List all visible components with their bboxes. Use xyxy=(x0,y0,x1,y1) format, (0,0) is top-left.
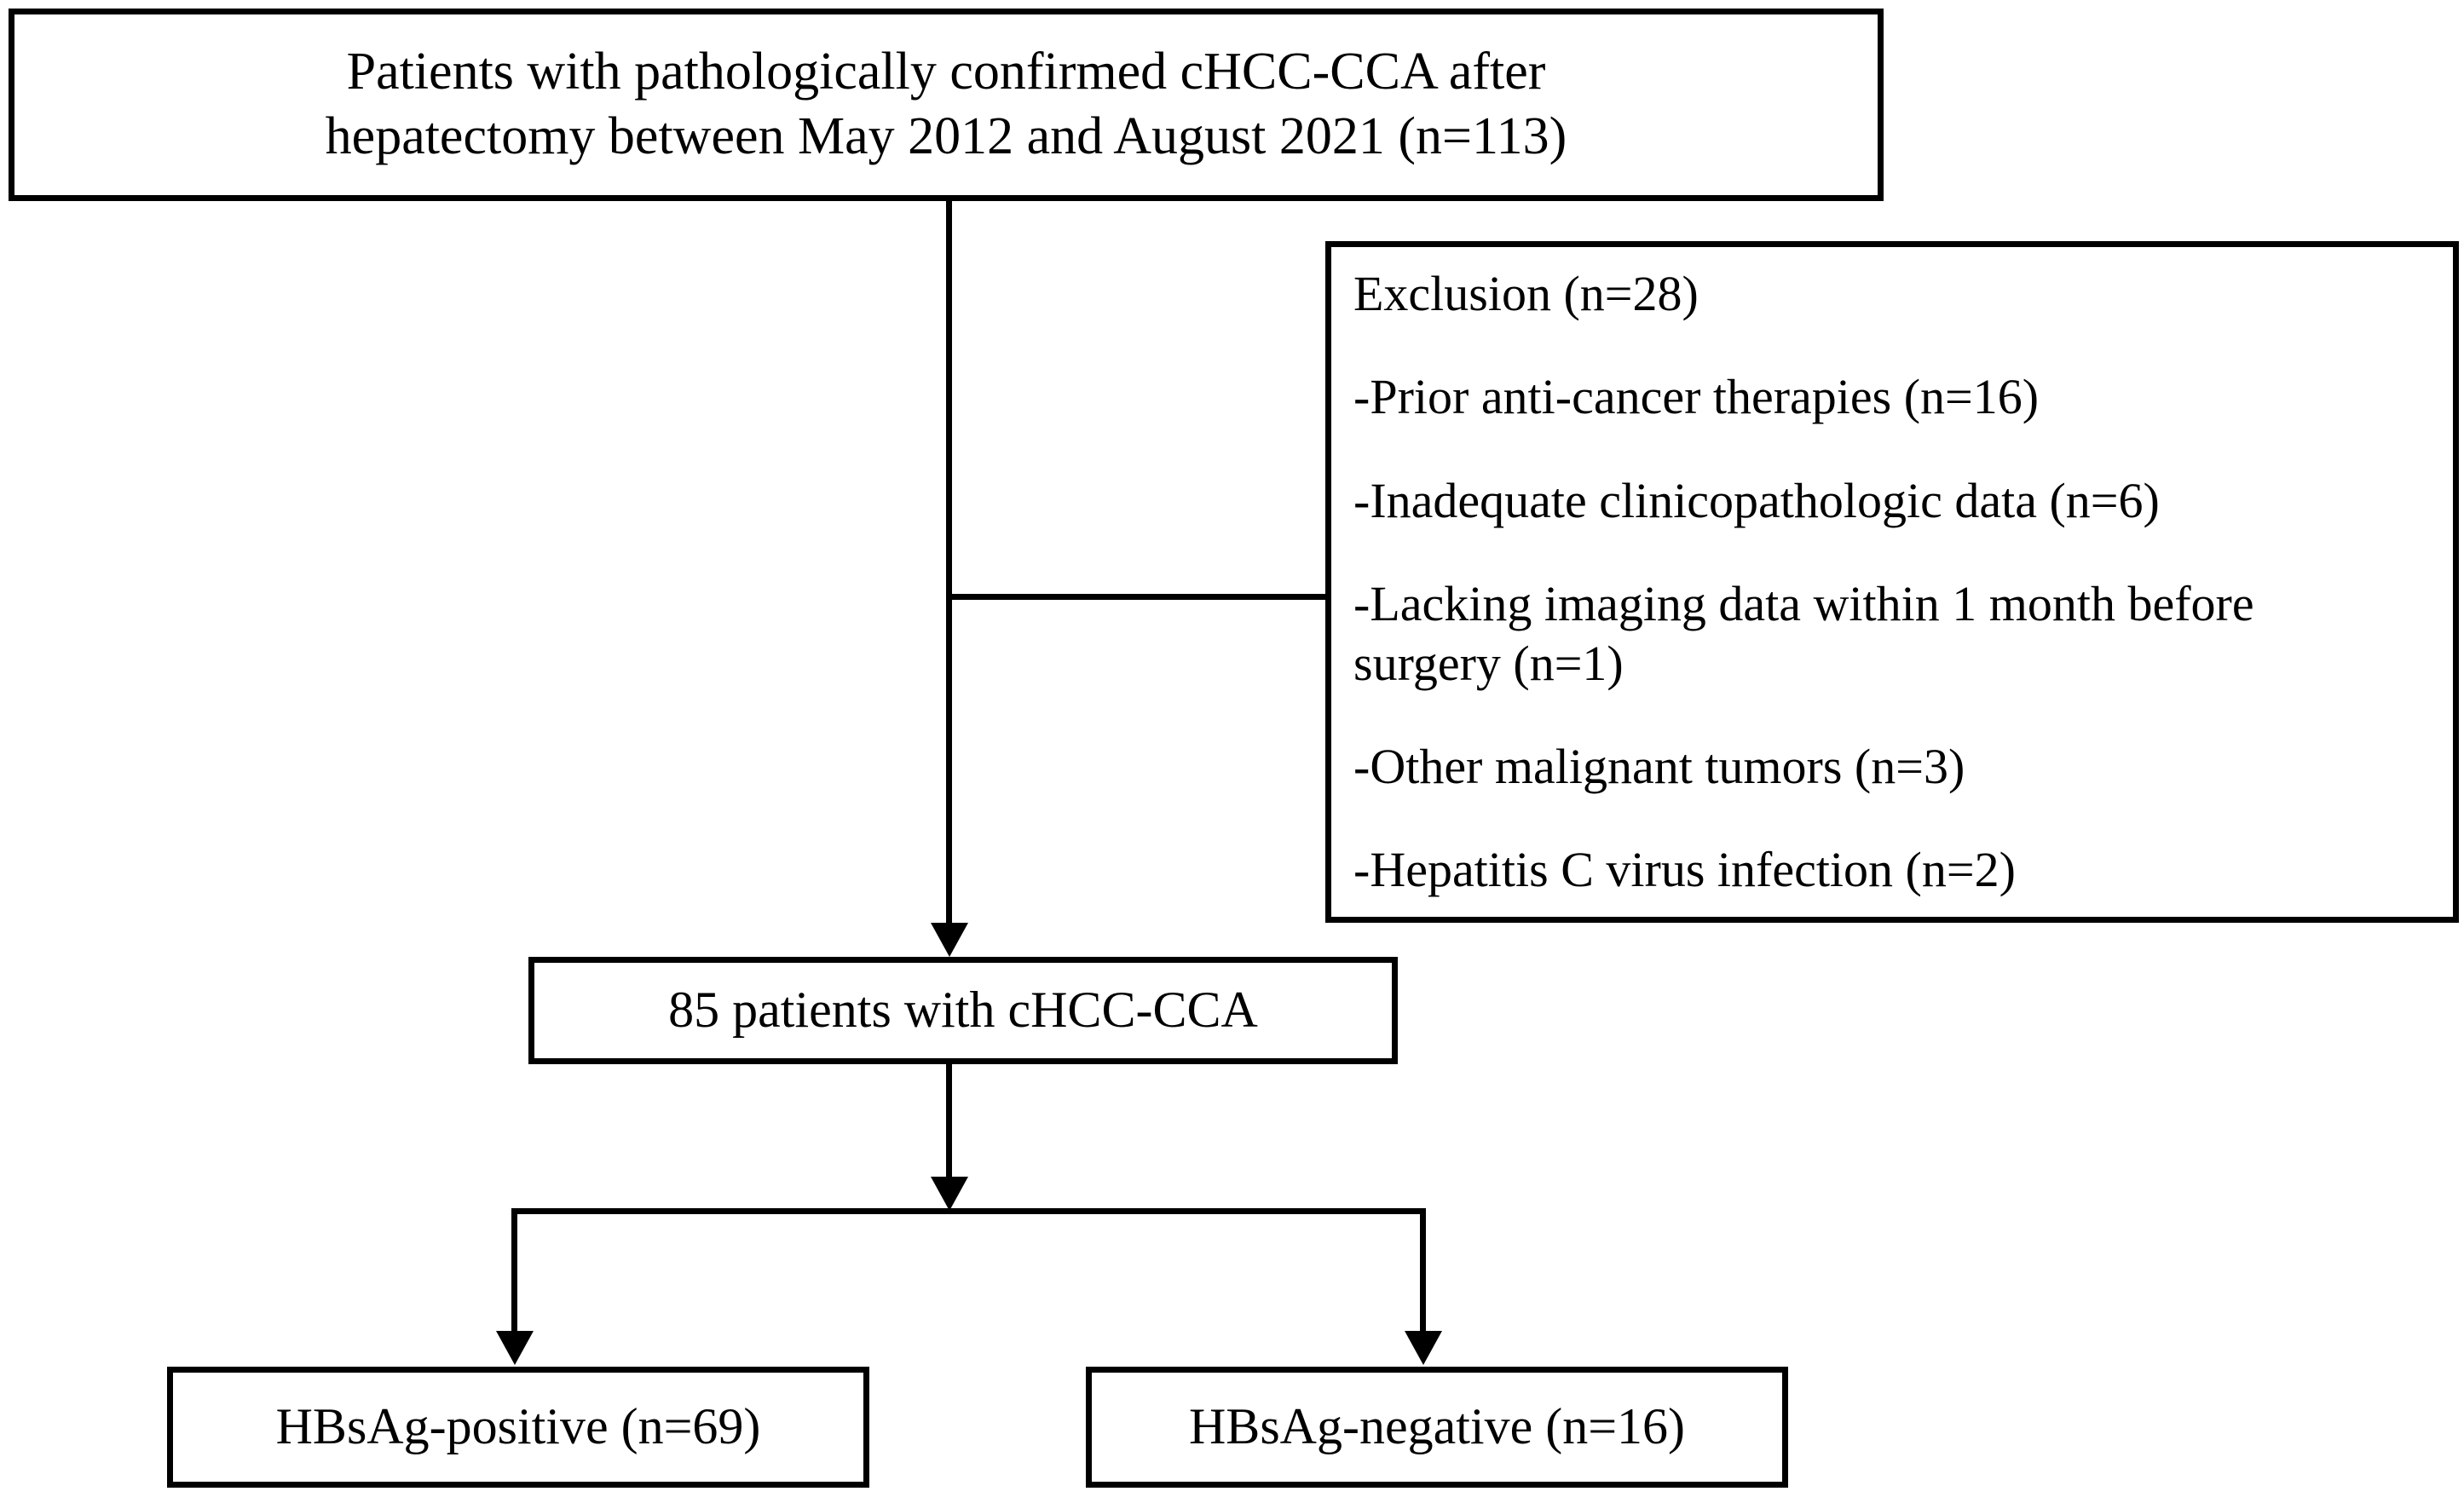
node-hbsag-negative: HBsAg-negative (n=16) xyxy=(1086,1367,1788,1488)
connector-split-bar xyxy=(511,1208,1426,1214)
connector-eligible-to-split xyxy=(946,1064,952,1183)
exclusion-item-lacking-imaging: -Lacking imaging data within 1 month bef… xyxy=(1353,576,2254,691)
node-eligible-label: 85 patients with cHCC-CCA xyxy=(668,982,1258,1039)
connector-leg-hbsag-negative xyxy=(1420,1208,1426,1338)
node-hbsag-negative-label: HBsAg-negative (n=16) xyxy=(1188,1398,1686,1455)
node-eligible-patients: 85 patients with cHCC-CCA xyxy=(528,957,1398,1064)
arrowhead-into-hbsag-negative xyxy=(1405,1331,1442,1365)
exclusion-item-hepatitis-c: -Hepatitis C virus infection (n=2) xyxy=(1353,842,2016,898)
arrowhead-into-hbsag-positive xyxy=(496,1331,534,1365)
node-enrolled-line-2: hepatectomy between May 2012 and August … xyxy=(325,107,1567,165)
exclusion-item-prior-therapies: -Prior anti-cancer therapies (n=16) xyxy=(1353,369,2040,425)
node-hbsag-positive: HBsAg-positive (n=69) xyxy=(167,1367,869,1488)
exclusion-item-inadequate-data: -Inadequate clinicopathologic data (n=6) xyxy=(1353,472,2160,528)
node-hbsag-positive-label: HBsAg-positive (n=69) xyxy=(275,1398,761,1455)
exclusion-heading: Exclusion (n=28) xyxy=(1353,266,1699,321)
connector-leg-hbsag-positive xyxy=(511,1208,517,1338)
connector-branch-to-exclusion xyxy=(946,594,1328,600)
arrowhead-into-split-bar xyxy=(931,1177,968,1211)
node-enrolled-line-1: Patients with pathologically confirmed c… xyxy=(346,43,1546,101)
node-exclusion: Exclusion (n=28) -Prior anti-cancer ther… xyxy=(1325,241,2459,923)
connector-trunk-enrolled-to-eligible xyxy=(946,201,952,930)
node-enrolled-patients: Patients with pathologically confirmed c… xyxy=(9,9,1884,201)
arrowhead-into-eligible xyxy=(931,923,968,957)
exclusion-item-other-tumors: -Other malignant tumors (n=3) xyxy=(1353,739,1965,795)
